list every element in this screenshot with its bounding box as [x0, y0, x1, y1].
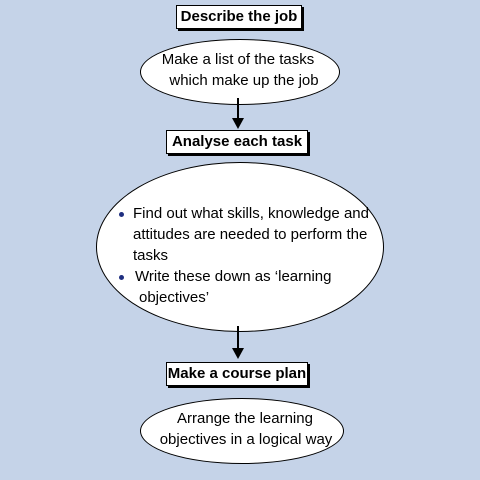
detail-line: Make a list of the tasks	[161, 51, 315, 68]
bullet-list: Find out what skills, knowledge and atti…	[117, 203, 369, 308]
bullet-icon	[119, 212, 124, 217]
down-arrow-icon	[232, 98, 244, 129]
step-heading-course-plan: Make a course plan	[166, 362, 308, 386]
bullet-line: tasks	[133, 247, 169, 264]
detail-line: which make up the job	[169, 72, 319, 89]
bullet-line: attitudes are needed to perform the	[133, 226, 368, 243]
step-detail-analyse-task: Find out what skills, knowledge and atti…	[96, 162, 384, 332]
bullet-line: objectives’	[139, 289, 210, 306]
step-detail-describe-job: Make a list of the tasks which make up t…	[140, 39, 340, 105]
step-heading-describe-job: Describe the job	[176, 5, 302, 29]
bullet-item: Write these down as ‘learning objectives…	[117, 266, 369, 308]
bullet-line: Write these down as ‘learning	[135, 268, 332, 285]
detail-line: objectives in a logical way	[159, 431, 333, 448]
bullet-line: Find out what skills, knowledge and	[133, 205, 369, 222]
detail-line: Arrange the learning	[177, 410, 313, 427]
step-heading-analyse-task: Analyse each task	[166, 130, 308, 154]
down-arrow-icon	[232, 326, 244, 359]
bullet-icon	[119, 275, 124, 280]
bullet-item: Find out what skills, knowledge and atti…	[117, 203, 369, 266]
step-detail-course-plan: Arrange the learning objectives in a log…	[140, 398, 344, 464]
